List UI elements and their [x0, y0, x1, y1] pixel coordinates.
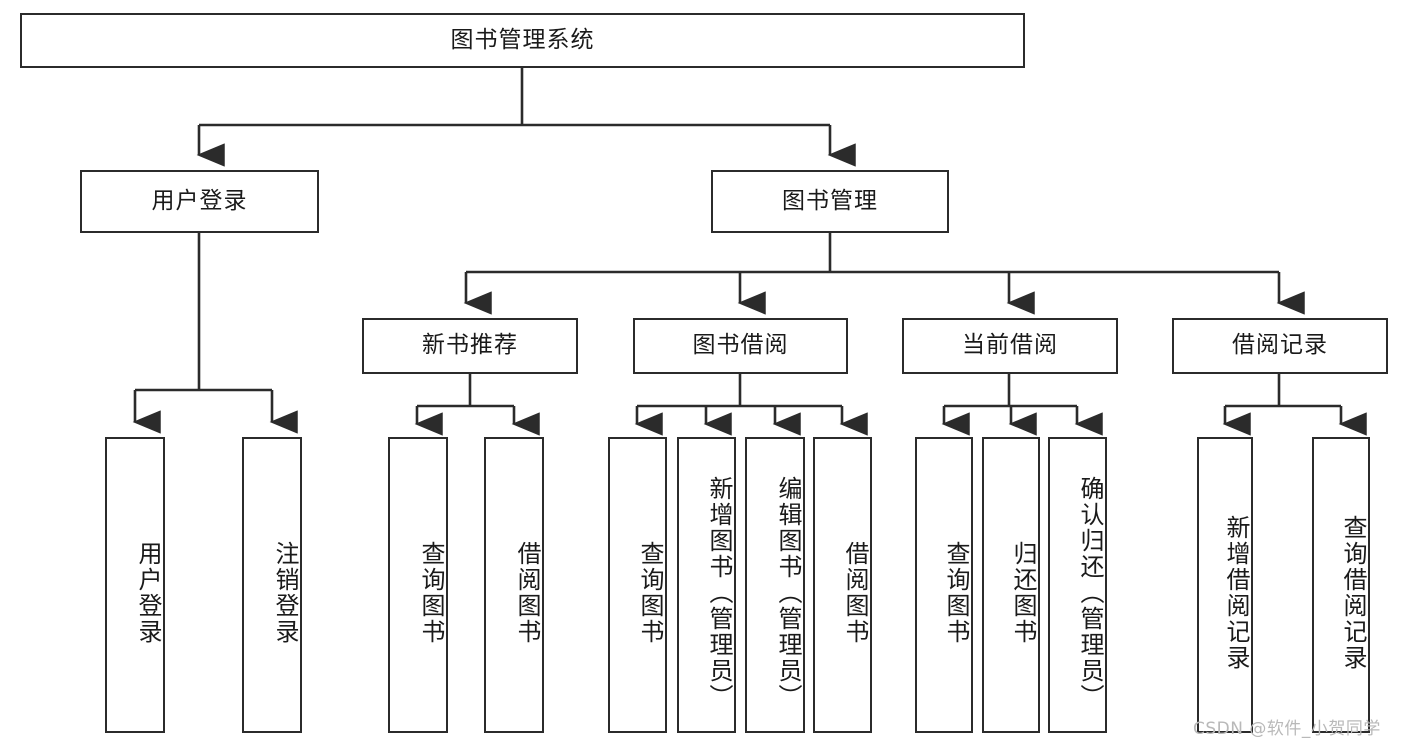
node-leaf-5-label: 查询图书 — [636, 541, 664, 645]
node-leaf-12[interactable]: 新增借阅记录 — [1197, 437, 1253, 733]
node-leaf-9[interactable]: 查询图书 — [915, 437, 973, 733]
node-level3-4[interactable]: 借阅记录 — [1172, 318, 1388, 374]
node-leaf-10-label: 归还图书 — [1009, 541, 1037, 645]
node-leaf-9-label: 查询图书 — [942, 541, 970, 645]
node-leaf-13-label: 查询借阅记录 — [1339, 515, 1367, 671]
node-leaf-13[interactable]: 查询借阅记录 — [1312, 437, 1370, 733]
node-level3-4-label: 借阅记录 — [1232, 332, 1328, 359]
node-leaf-6-label: 新增图书（管理员） — [705, 476, 733, 710]
node-leaf-2-label: 注销登录 — [271, 541, 299, 645]
node-level2-2[interactable]: 图书管理 — [711, 170, 949, 233]
node-leaf-4-label: 借阅图书 — [513, 541, 541, 645]
node-level2-1-label: 用户登录 — [151, 187, 248, 214]
node-leaf-8[interactable]: 借阅图书 — [813, 437, 872, 733]
node-leaf-6[interactable]: 新增图书（管理员） — [677, 437, 736, 733]
node-leaf-4[interactable]: 借阅图书 — [484, 437, 544, 733]
node-level3-1[interactable]: 新书推荐 — [362, 318, 578, 374]
node-root-label: 图书管理系统 — [450, 26, 595, 53]
node-leaf-1-label: 用户登录 — [134, 541, 162, 645]
node-leaf-10[interactable]: 归还图书 — [982, 437, 1040, 733]
node-root[interactable]: 图书管理系统 — [20, 13, 1025, 68]
node-leaf-11[interactable]: 确认归还（管理员） — [1048, 437, 1107, 733]
node-leaf-7-label: 编辑图书（管理员） — [774, 476, 802, 710]
node-level3-2[interactable]: 图书借阅 — [633, 318, 848, 374]
node-leaf-7[interactable]: 编辑图书（管理员） — [745, 437, 805, 733]
node-level2-1[interactable]: 用户登录 — [80, 170, 319, 233]
node-leaf-1[interactable]: 用户登录 — [105, 437, 165, 733]
node-level3-3-label: 当前借阅 — [962, 332, 1058, 359]
node-leaf-12-label: 新增借阅记录 — [1222, 515, 1250, 671]
node-level3-2-label: 图书借阅 — [692, 332, 789, 359]
node-level3-3[interactable]: 当前借阅 — [902, 318, 1118, 374]
node-leaf-2[interactable]: 注销登录 — [242, 437, 302, 733]
node-leaf-3-label: 查询图书 — [417, 541, 445, 645]
node-level3-1-label: 新书推荐 — [422, 332, 518, 359]
node-leaf-11-label: 确认归还（管理员） — [1076, 476, 1104, 710]
node-leaf-3[interactable]: 查询图书 — [388, 437, 448, 733]
csdn-watermark: CSDN @软件_小贺同学 — [1193, 719, 1381, 739]
node-leaf-5[interactable]: 查询图书 — [608, 437, 667, 733]
node-leaf-8-label: 借阅图书 — [841, 541, 869, 645]
node-level2-2-label: 图书管理 — [782, 187, 878, 214]
